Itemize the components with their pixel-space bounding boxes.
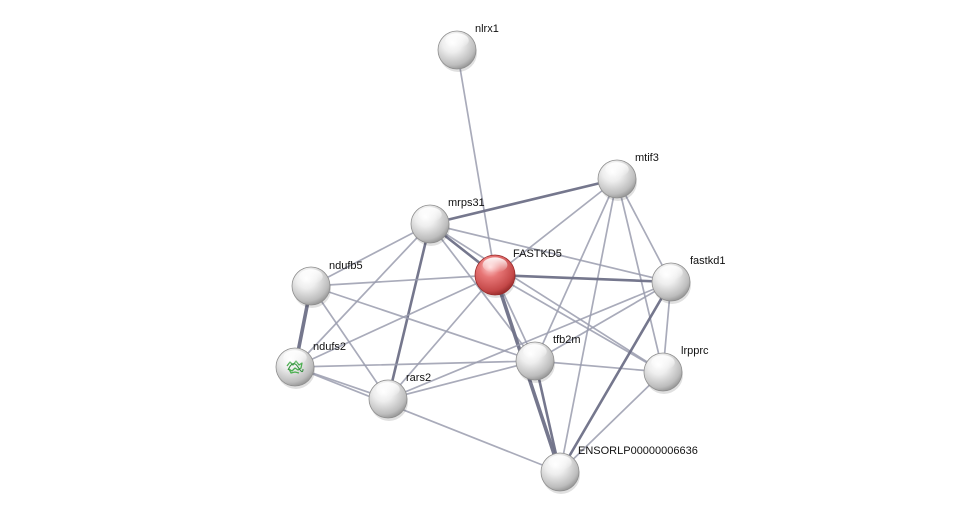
node-highlight [299, 269, 323, 284]
edge-mtif3-tfb2m[interactable] [534, 178, 618, 362]
edge-mrps31-fastkd1[interactable] [429, 223, 672, 283]
edge-FASTKD5-rars2[interactable] [387, 274, 496, 400]
edge-ndufs2-ENSORLP00000006636[interactable] [294, 366, 561, 473]
node-nlrx1[interactable]: nlrx1 [437, 23, 499, 72]
node-tfb2m[interactable]: tfb2m [515, 334, 581, 383]
node-label: nlrx1 [475, 23, 499, 35]
node-fastkd5[interactable]: FASTKD5 [474, 248, 562, 298]
edge-ndufb5-rars2[interactable] [310, 285, 389, 400]
edge-ndufb5-tfb2m[interactable] [310, 285, 536, 362]
node-highlight [605, 162, 629, 177]
node-label: ENSORLP00000006636 [578, 445, 698, 457]
edge-mrps31-rars2[interactable] [386, 222, 432, 401]
edge-nlrx1-FASTKD5[interactable] [456, 49, 496, 276]
edge-FASTKD5-ndufb5[interactable] [310, 274, 496, 287]
node-label: lrpprc [681, 345, 709, 357]
node-highlight [523, 344, 547, 359]
node-label: ndufs2 [313, 341, 346, 353]
node-mrps31[interactable]: mrps31 [410, 197, 485, 246]
node-highlight [659, 265, 683, 280]
node-rars2[interactable]: rars2 [368, 372, 431, 421]
node-label: ndufb5 [329, 260, 363, 272]
edge-mtif3-lrpprc[interactable] [616, 178, 664, 373]
node-label: tfb2m [553, 334, 581, 346]
node-ensorlp00000006636[interactable]: ENSORLP00000006636 [540, 445, 698, 494]
edge-rars2-tfb2m[interactable] [387, 360, 536, 400]
edge-mtif3-ENSORLP00000006636[interactable] [559, 178, 618, 473]
edge-rars2-fastkd1[interactable] [387, 281, 672, 400]
node-mtif3[interactable]: mtif3 [597, 152, 659, 201]
node-fastkd1[interactable]: fastkd1 [651, 255, 725, 304]
node-label: mtif3 [635, 152, 659, 164]
node-label: rars2 [406, 372, 431, 384]
node-lrpprc[interactable]: lrpprc [643, 345, 709, 394]
node-highlight [445, 33, 469, 48]
edge-tfb2m-lrpprc[interactable] [534, 360, 664, 373]
edge-mrps31-mtif3[interactable] [428, 177, 619, 226]
edge-FASTKD5-lrpprc[interactable] [494, 274, 664, 373]
edge-mrps31-ndufs2[interactable] [294, 223, 431, 368]
edge-FASTKD5-ndufs2[interactable] [294, 274, 496, 368]
edge-ndufs2-tfb2m[interactable] [294, 360, 536, 368]
edge-fastkd1-ENSORLP00000006636[interactable] [558, 280, 673, 474]
edge-mtif3-FASTKD5[interactable] [494, 178, 618, 276]
node-highlight [651, 355, 675, 370]
edge-lrpprc-ENSORLP00000006636[interactable] [559, 371, 664, 473]
edge-tfb2m-fastkd1[interactable] [534, 281, 672, 362]
node-highlight [376, 382, 400, 397]
node-highlight [548, 455, 572, 470]
node-highlight [283, 350, 307, 365]
edge-FASTKD5-fastkd1[interactable] [493, 273, 673, 284]
edge-mrps31-lrpprc[interactable] [429, 223, 664, 373]
node-highlight [482, 257, 508, 273]
node-label: fastkd1 [690, 255, 725, 267]
node-label: FASTKD5 [513, 248, 562, 260]
node-ndufs2[interactable]: ndufs2 [275, 341, 346, 389]
edge-mrps31-ndufb5[interactable] [310, 223, 431, 287]
node-highlight [418, 207, 442, 222]
node-ndufb5[interactable]: ndufb5 [291, 260, 363, 308]
node-label: mrps31 [448, 197, 485, 209]
